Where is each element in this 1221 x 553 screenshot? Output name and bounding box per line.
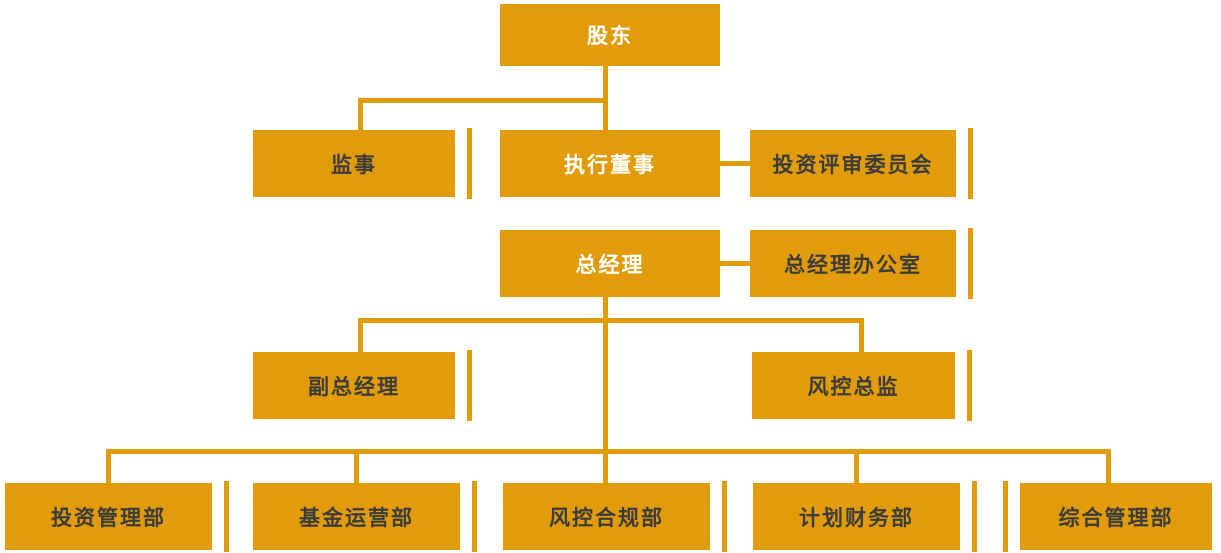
node-box: 投资评审委员会 — [750, 130, 956, 197]
node-accent-bar — [968, 228, 973, 299]
node-executive-director: 执行董事 — [500, 130, 720, 197]
node-accent-bar — [968, 128, 973, 199]
connector-bottom-horizontal — [106, 449, 1111, 454]
node-label: 执行董事 — [564, 152, 656, 177]
node-accent-bar — [967, 350, 972, 421]
node-box: 副总经理 — [253, 352, 455, 419]
connector-deputy-drop — [358, 318, 363, 352]
node-label: 风控合规部 — [549, 505, 664, 530]
node-box: 基金运营部 — [253, 483, 460, 550]
node-label: 风控总监 — [807, 374, 900, 399]
node-box: 股东 — [500, 4, 720, 66]
node-accent-bar — [224, 481, 229, 552]
node-gm-office: 总经理办公室 — [750, 228, 973, 299]
node-dept-fund-operations: 基金运营部 — [253, 481, 477, 552]
node-box: 投资管理部 — [5, 483, 212, 550]
connector-dept4-drop — [854, 449, 859, 483]
node-box: 执行董事 — [500, 130, 720, 197]
node-dept-planning-finance: 计划财务部 — [753, 481, 977, 552]
node-label: 总经理 — [575, 252, 645, 277]
node-label: 综合管理部 — [1058, 505, 1174, 530]
node-box: 总经理 — [500, 230, 720, 297]
node-label: 基金运营部 — [299, 505, 414, 530]
node-accent-bar — [722, 481, 727, 552]
node-general-manager: 总经理 — [500, 230, 720, 297]
node-box: 风控总监 — [752, 352, 955, 419]
node-label: 监事 — [331, 152, 377, 177]
node-label: 投资评审委员会 — [772, 152, 934, 177]
node-box: 综合管理部 — [1020, 483, 1212, 550]
node-dept-investment-management: 投资管理部 — [5, 481, 229, 552]
node-label: 投资管理部 — [51, 505, 166, 530]
node-label: 计划财务部 — [799, 505, 914, 530]
node-label: 股东 — [587, 24, 633, 48]
connector-dept2-drop — [354, 449, 359, 483]
node-box: 计划财务部 — [753, 483, 960, 550]
node-dept-general-management: 综合管理部 — [1003, 481, 1212, 552]
node-investment-review-committee: 投资评审委员会 — [750, 128, 973, 199]
node-accent-bar — [472, 481, 477, 552]
connector-execdir-committee — [720, 161, 750, 166]
connector-row2-horizontal — [358, 98, 608, 103]
node-accent-bar — [972, 481, 977, 552]
node-accent-bar — [1003, 481, 1008, 552]
connector-gm-office-link — [720, 261, 750, 266]
node-dept-risk-compliance: 风控合规部 — [503, 481, 727, 552]
node-accent-bar — [467, 128, 472, 199]
node-label: 总经理办公室 — [784, 252, 922, 277]
node-shareholders: 股东 — [500, 4, 720, 66]
node-supervisor: 监事 — [253, 128, 472, 199]
node-box: 监事 — [253, 130, 455, 197]
connector-riskdir-drop — [859, 318, 864, 352]
node-box: 风控合规部 — [503, 483, 710, 550]
connector-dept1-drop — [106, 449, 111, 483]
node-label: 副总经理 — [308, 374, 400, 399]
node-accent-bar — [467, 350, 472, 421]
connector-row4-horizontal — [358, 318, 864, 323]
node-risk-control-director: 风控总监 — [752, 350, 972, 421]
node-box: 总经理办公室 — [750, 230, 956, 297]
node-deputy-gm: 副总经理 — [253, 350, 472, 421]
connector-dept5-drop — [1106, 449, 1111, 483]
connector-gm-down — [603, 297, 608, 483]
connector-supervisor-drop — [358, 98, 363, 130]
